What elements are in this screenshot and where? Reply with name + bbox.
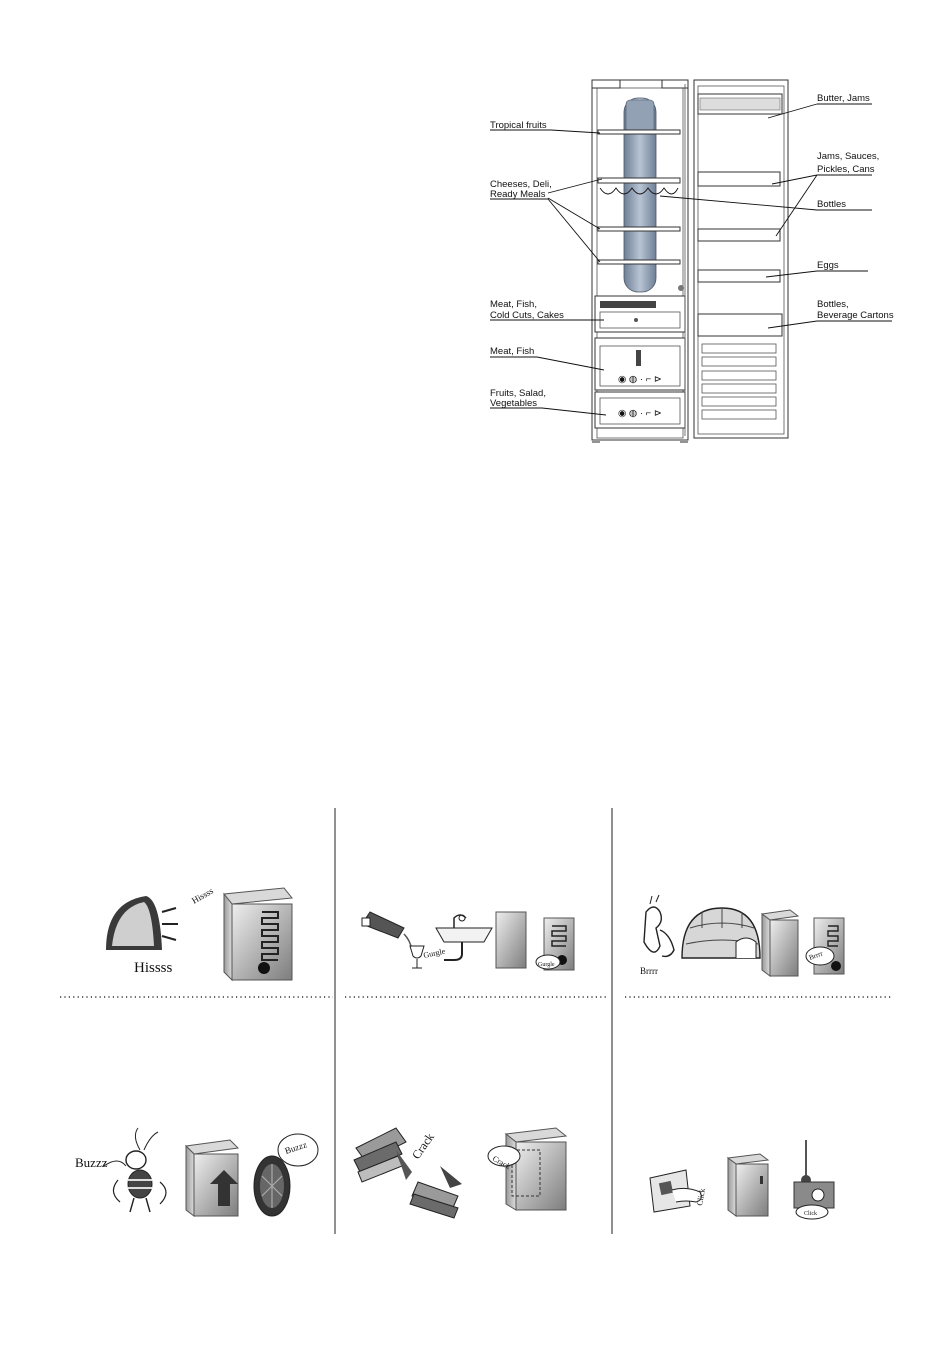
label-bottles-cartons-line2: Beverage Cartons <box>817 310 894 321</box>
fridge-fan-icon <box>186 1140 238 1216</box>
sound-cell-brrr: Brrrr Brrrr <box>640 895 844 976</box>
sound-cell-buzz: Buzzz Buzzz <box>75 1128 318 1216</box>
click-bubble-text: Click <box>804 1211 817 1217</box>
sounds-grid: Hissss Hissss <box>60 808 892 1234</box>
gurgle-pour-text: Gurgle <box>423 946 447 959</box>
hiss-bubble-text: Hissss <box>190 885 215 905</box>
svg-text:◉ ◍ · ⌐ ⊳: ◉ ◍ · ⌐ ⊳ <box>618 408 662 419</box>
label-meat-fish-line1: Meat, Fish, <box>490 299 537 310</box>
sound-cell-click: Click Click <box>650 1140 834 1219</box>
fridge-door <box>694 80 788 438</box>
crack-caption: Crack <box>409 1130 437 1162</box>
fridge-icon <box>728 1154 768 1216</box>
svg-text:◉ ◍ · ⌐ ⊳: ◉ ◍ · ⌐ ⊳ <box>618 374 662 385</box>
label-meat-fish-drawer: Meat, Fish <box>490 346 534 357</box>
sound-cell-crack: Crack Crack <box>354 1128 566 1218</box>
label-meat-fish-line2: Cold Cuts, Cakes <box>490 310 564 321</box>
label-eggs: Eggs <box>817 260 839 271</box>
label-tropical-fruits: Tropical fruits <box>490 120 547 131</box>
label-butter-jams: Butter, Jams <box>817 93 870 104</box>
brrr-caption: Brrrr <box>640 966 658 976</box>
fridge-door-icon <box>488 1128 566 1210</box>
bee-icon <box>104 1128 166 1212</box>
light-switch-icon <box>650 1170 701 1212</box>
fridge-icon <box>762 910 844 976</box>
buzz-caption: Buzzz <box>75 1155 108 1170</box>
label-cheeses-line2: Ready Meals <box>490 189 546 200</box>
sound-cell-gurgle: Gurgle Gurgle <box>362 912 574 970</box>
sound-cell-hiss: Hissss Hissss <box>106 885 292 980</box>
label-bottles: Bottles <box>817 199 846 210</box>
shivering-figure-icon <box>644 895 674 956</box>
fridge-cabinet: ◉ ◍ · ⌐ ⊳ ◉ ◍ · ⌐ ⊳ <box>592 80 688 442</box>
ice-cracking-icon <box>354 1128 462 1218</box>
igloo-icon <box>682 908 760 958</box>
thermostat-icon <box>794 1140 834 1219</box>
steam-iron-icon <box>106 896 178 950</box>
gurgle-bubble-text: Gurgle <box>538 962 555 968</box>
label-jams-line1: Jams, Sauces, <box>817 151 879 162</box>
fridge-coil-icon <box>496 912 574 970</box>
label-jams-line2: Pickles, Cans <box>817 164 875 175</box>
label-bottles-cartons-line1: Bottles, <box>817 299 849 310</box>
click-caption: Click <box>695 1188 707 1207</box>
fridge-diagram: ◉ ◍ · ⌐ ⊳ ◉ ◍ · ⌐ ⊳ Tropical fruits <box>490 80 894 442</box>
fridge-coil-icon <box>224 888 292 980</box>
label-fruits-line2: Vegetables <box>490 398 537 409</box>
wine-pour-icon <box>362 912 424 968</box>
hiss-caption: Hissss <box>134 960 173 976</box>
